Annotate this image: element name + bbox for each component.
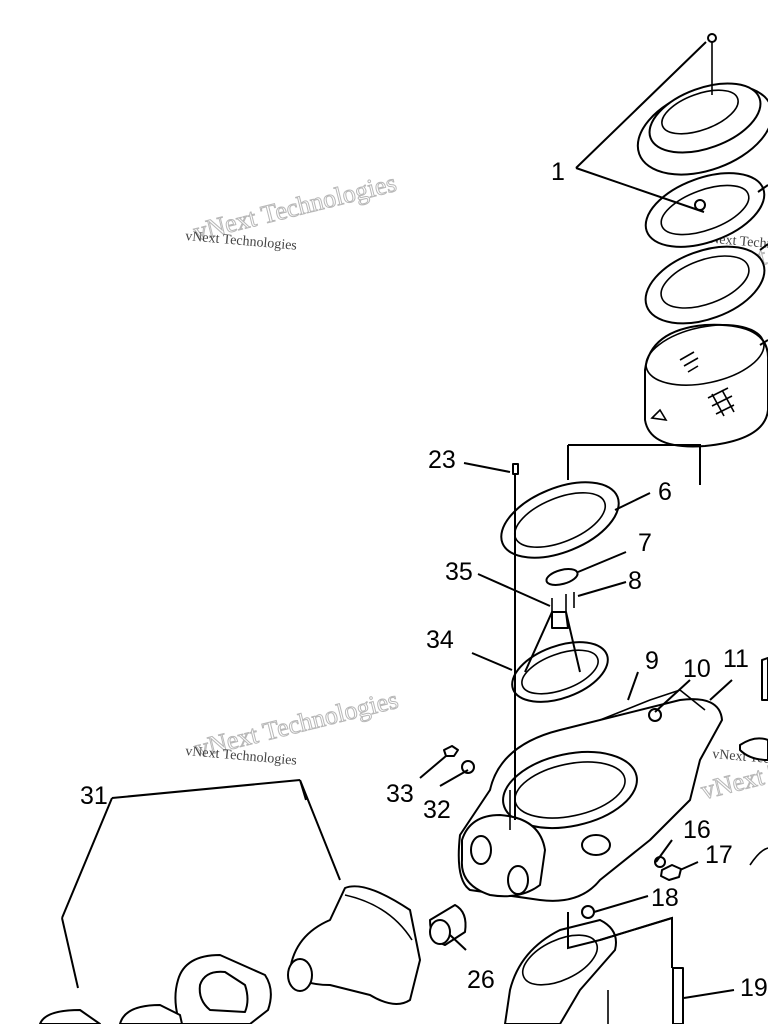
callout-16: 16 [683, 816, 711, 844]
callout-9: 9 [645, 647, 659, 675]
callout-8: 8 [628, 567, 642, 595]
base-gasket [500, 481, 620, 559]
filter-gasket-lower [644, 245, 766, 325]
callout-23: 23 [428, 446, 456, 474]
leader-lines [61, 41, 768, 999]
filter-bracket [511, 592, 609, 703]
callout-17: 17 [705, 841, 733, 869]
callout-32: 32 [423, 796, 451, 824]
callout-11: 11 [723, 645, 749, 673]
airbox-lid [636, 33, 768, 176]
callout-7: 7 [638, 529, 652, 557]
retainer-plate [545, 568, 579, 586]
callout-33: 33 [386, 780, 414, 808]
filter-gasket-upper [644, 172, 766, 248]
callout-labels: 1 23 6 7 8 35 34 9 10 11 33 32 31 16 17 … [80, 158, 768, 1002]
callout-19: 19 [740, 974, 768, 1002]
outlet-duct [504, 919, 617, 1024]
hardware [443, 463, 684, 1024]
callout-18: 18 [651, 884, 679, 912]
callout-1: 1 [551, 158, 565, 186]
callout-35: 35 [445, 558, 473, 586]
callout-31: 31 [80, 782, 108, 810]
callout-26: 26 [467, 966, 495, 994]
callout-6: 6 [658, 478, 672, 506]
intake-boot [287, 885, 421, 1005]
callout-34: 34 [426, 626, 454, 654]
air-box-body [457, 689, 723, 902]
inlet-adapter [39, 954, 272, 1024]
callout-10: 10 [683, 655, 711, 683]
air-filter-element [644, 323, 768, 448]
inlet-coupler [429, 904, 467, 946]
right-edge-parts [739, 657, 768, 866]
